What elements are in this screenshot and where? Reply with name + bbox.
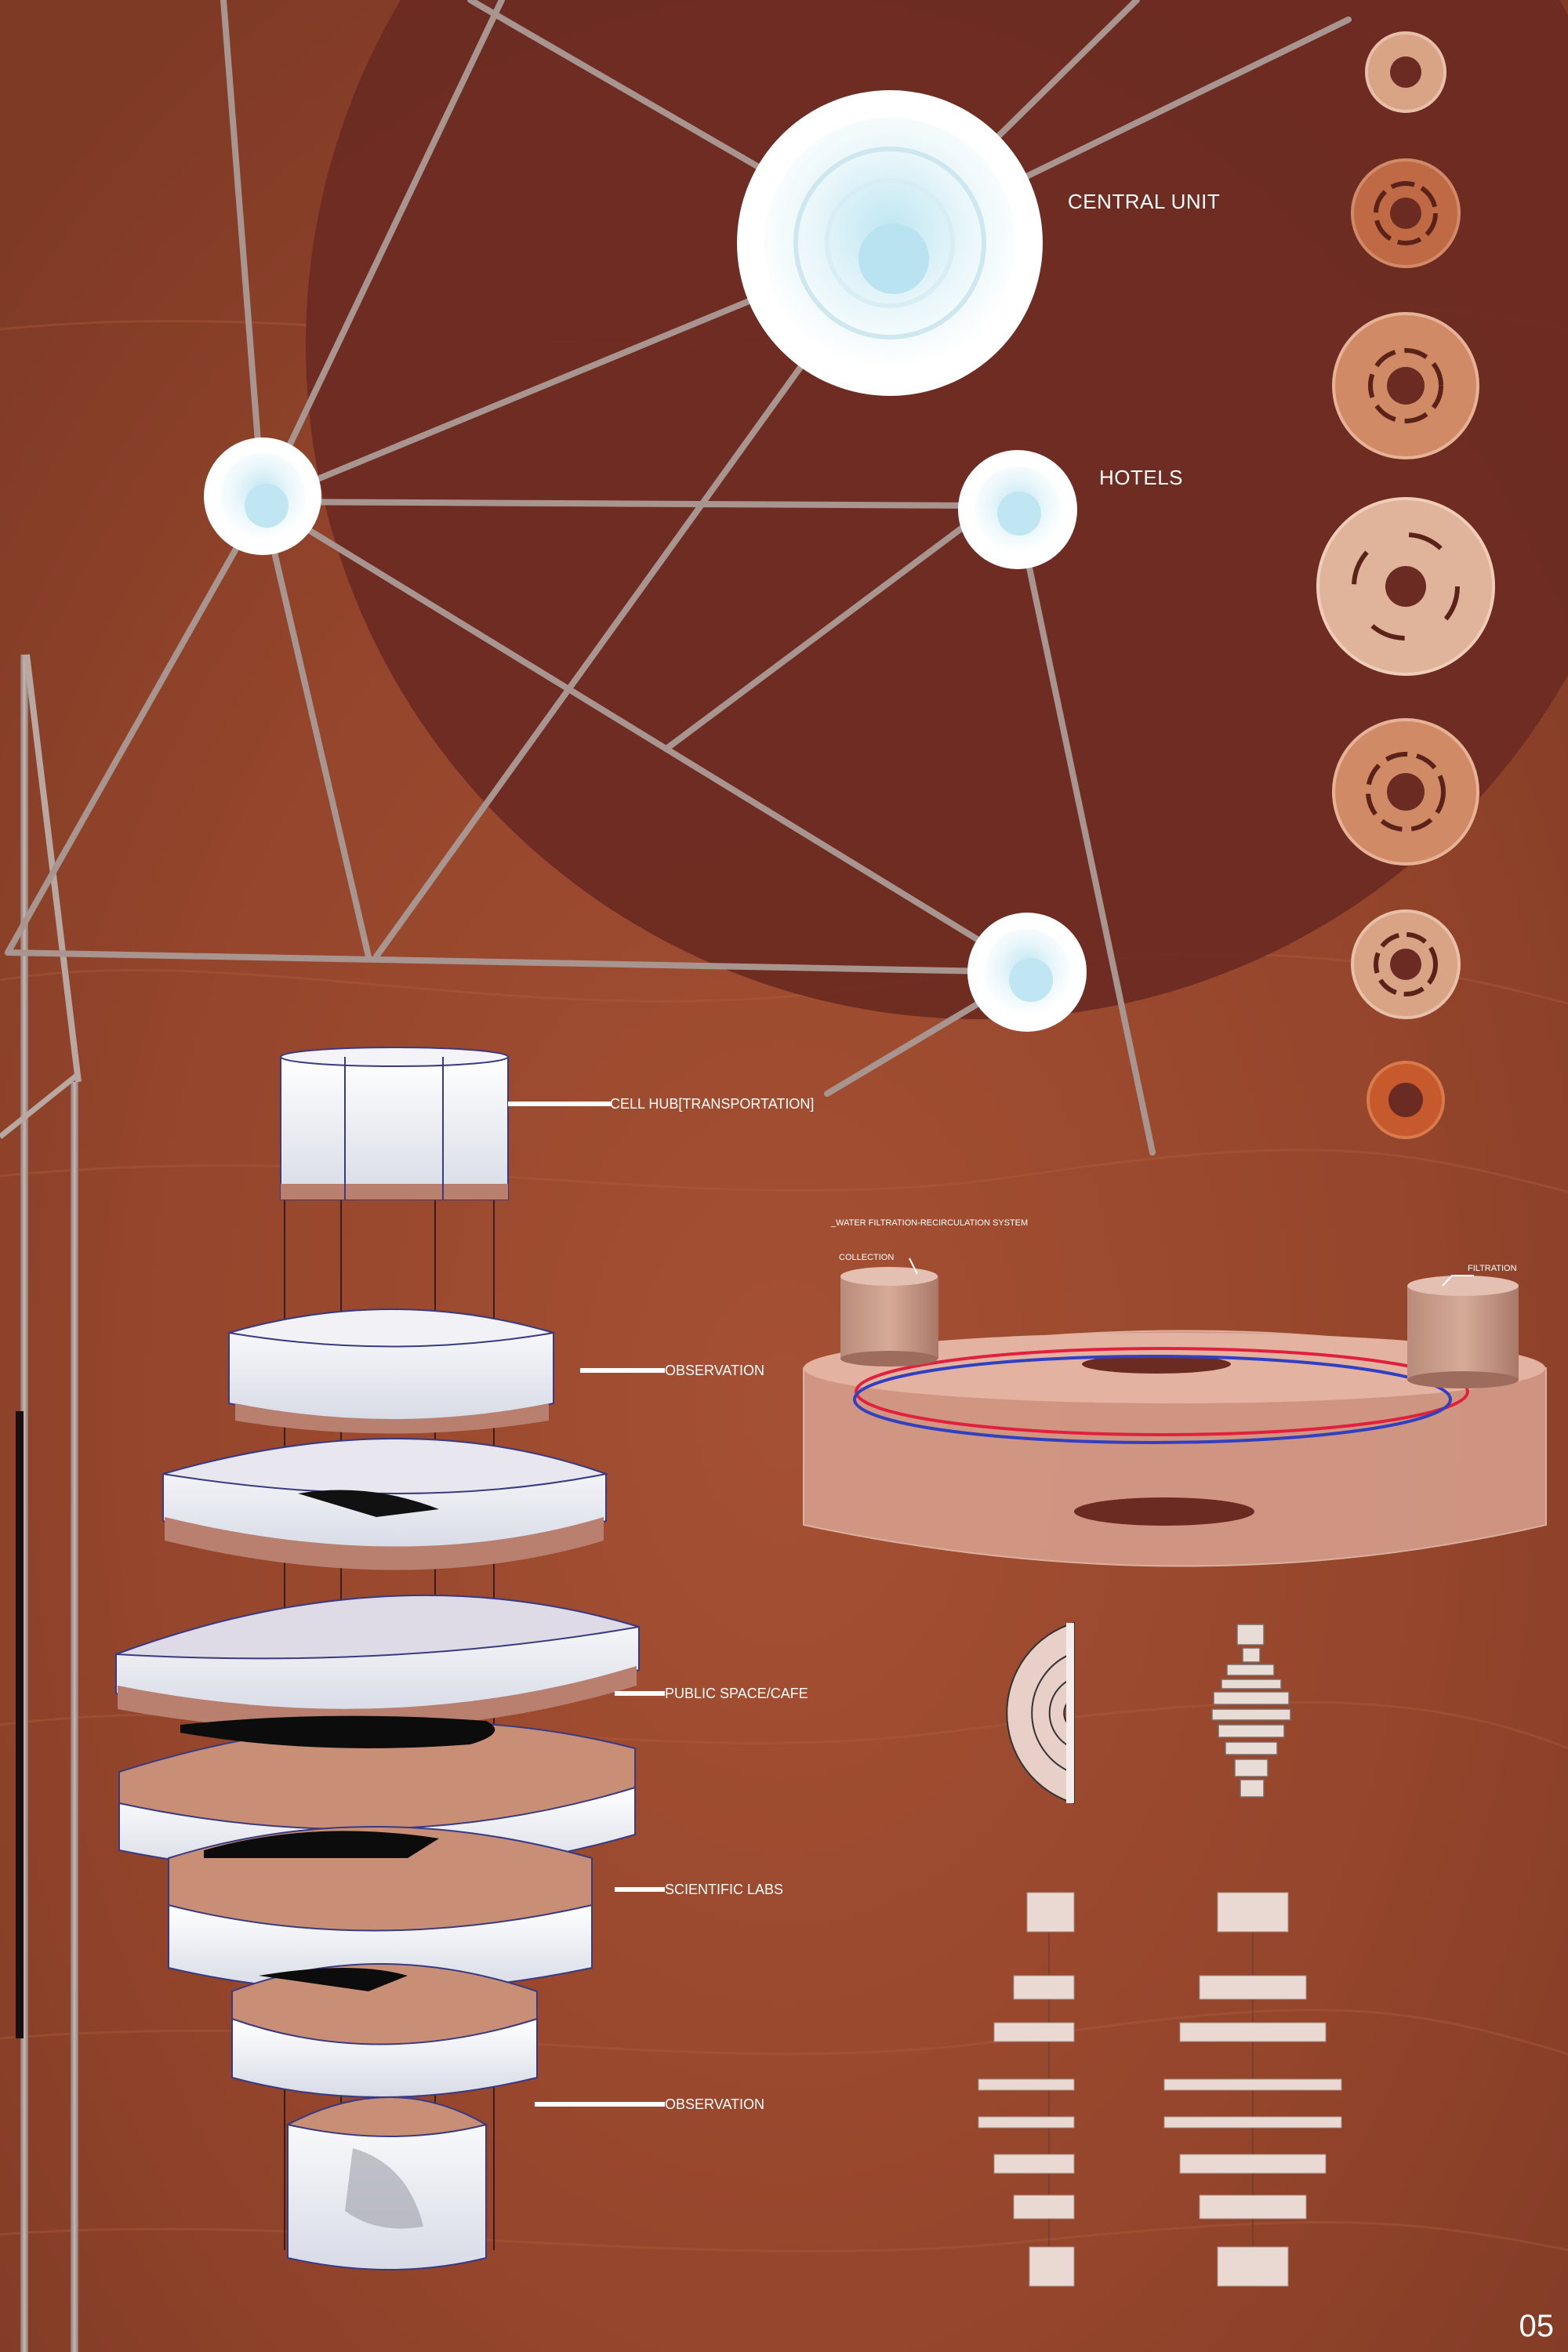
frame-poles [0, 654, 82, 2352]
slab-observation [285, 2096, 488, 2270]
observation-top-label: OBSERVATION [665, 1363, 765, 1378]
central-unit-icon [737, 90, 1043, 396]
label-leaders [508, 1102, 665, 2107]
cell-hub-label: CELL HUB[TRANSPORTATION] [610, 1096, 815, 1112]
water-filtration-model [803, 1258, 1547, 1567]
page-number: 05 [1519, 2309, 1555, 2343]
slab-public-space [115, 1594, 640, 1730]
scientific-labs-label: SCIENTIFIC LABS [665, 1882, 784, 1897]
filtration-label: FILTRATION [1468, 1264, 1517, 1273]
half-plan-diagram [1006, 1621, 1075, 1805]
slab-floor [231, 1963, 538, 2098]
plan-disc [1351, 909, 1461, 1019]
observation-bottom-label: OBSERVATION [665, 2096, 765, 2112]
hotel-unit-icon [967, 913, 1087, 1032]
hotel-unit-icon [204, 437, 321, 555]
slab-observation [228, 1308, 554, 1434]
plan-disc [1351, 158, 1461, 268]
hotel-unit-icon [958, 450, 1077, 569]
central-unit-label: CENTRAL UNIT [1068, 190, 1221, 213]
slab-cell-hub [280, 1047, 509, 1200]
slab-floor [162, 1438, 609, 1570]
collection-label: COLLECTION [839, 1253, 895, 1262]
dark-site-circle [306, 0, 1568, 1019]
plan-disc [1316, 497, 1495, 676]
hotels-label: HOTELS [1099, 466, 1184, 489]
slab-scientific-labs [168, 1826, 593, 1992]
mini-elevation-stack [1211, 1624, 1291, 1798]
plan-disc [1332, 312, 1479, 459]
plan-disc [1365, 31, 1446, 113]
filtration-tank [1407, 1276, 1519, 1388]
collection-tank [840, 1267, 938, 1367]
elevation-bars-right [1163, 1892, 1342, 2287]
plan-disc [1332, 718, 1479, 866]
water-system-title: _WATER FILTRATION-RECIRCULATION SYSTEM [831, 1218, 1029, 1228]
elevation-bars-left [978, 1892, 1075, 2287]
floor-plan-discs [1316, 31, 1495, 1139]
exploded-section [115, 1047, 640, 2270]
public-space-label: PUBLIC SPACE/CAFE [665, 1686, 808, 1701]
plan-disc [1367, 1061, 1445, 1139]
